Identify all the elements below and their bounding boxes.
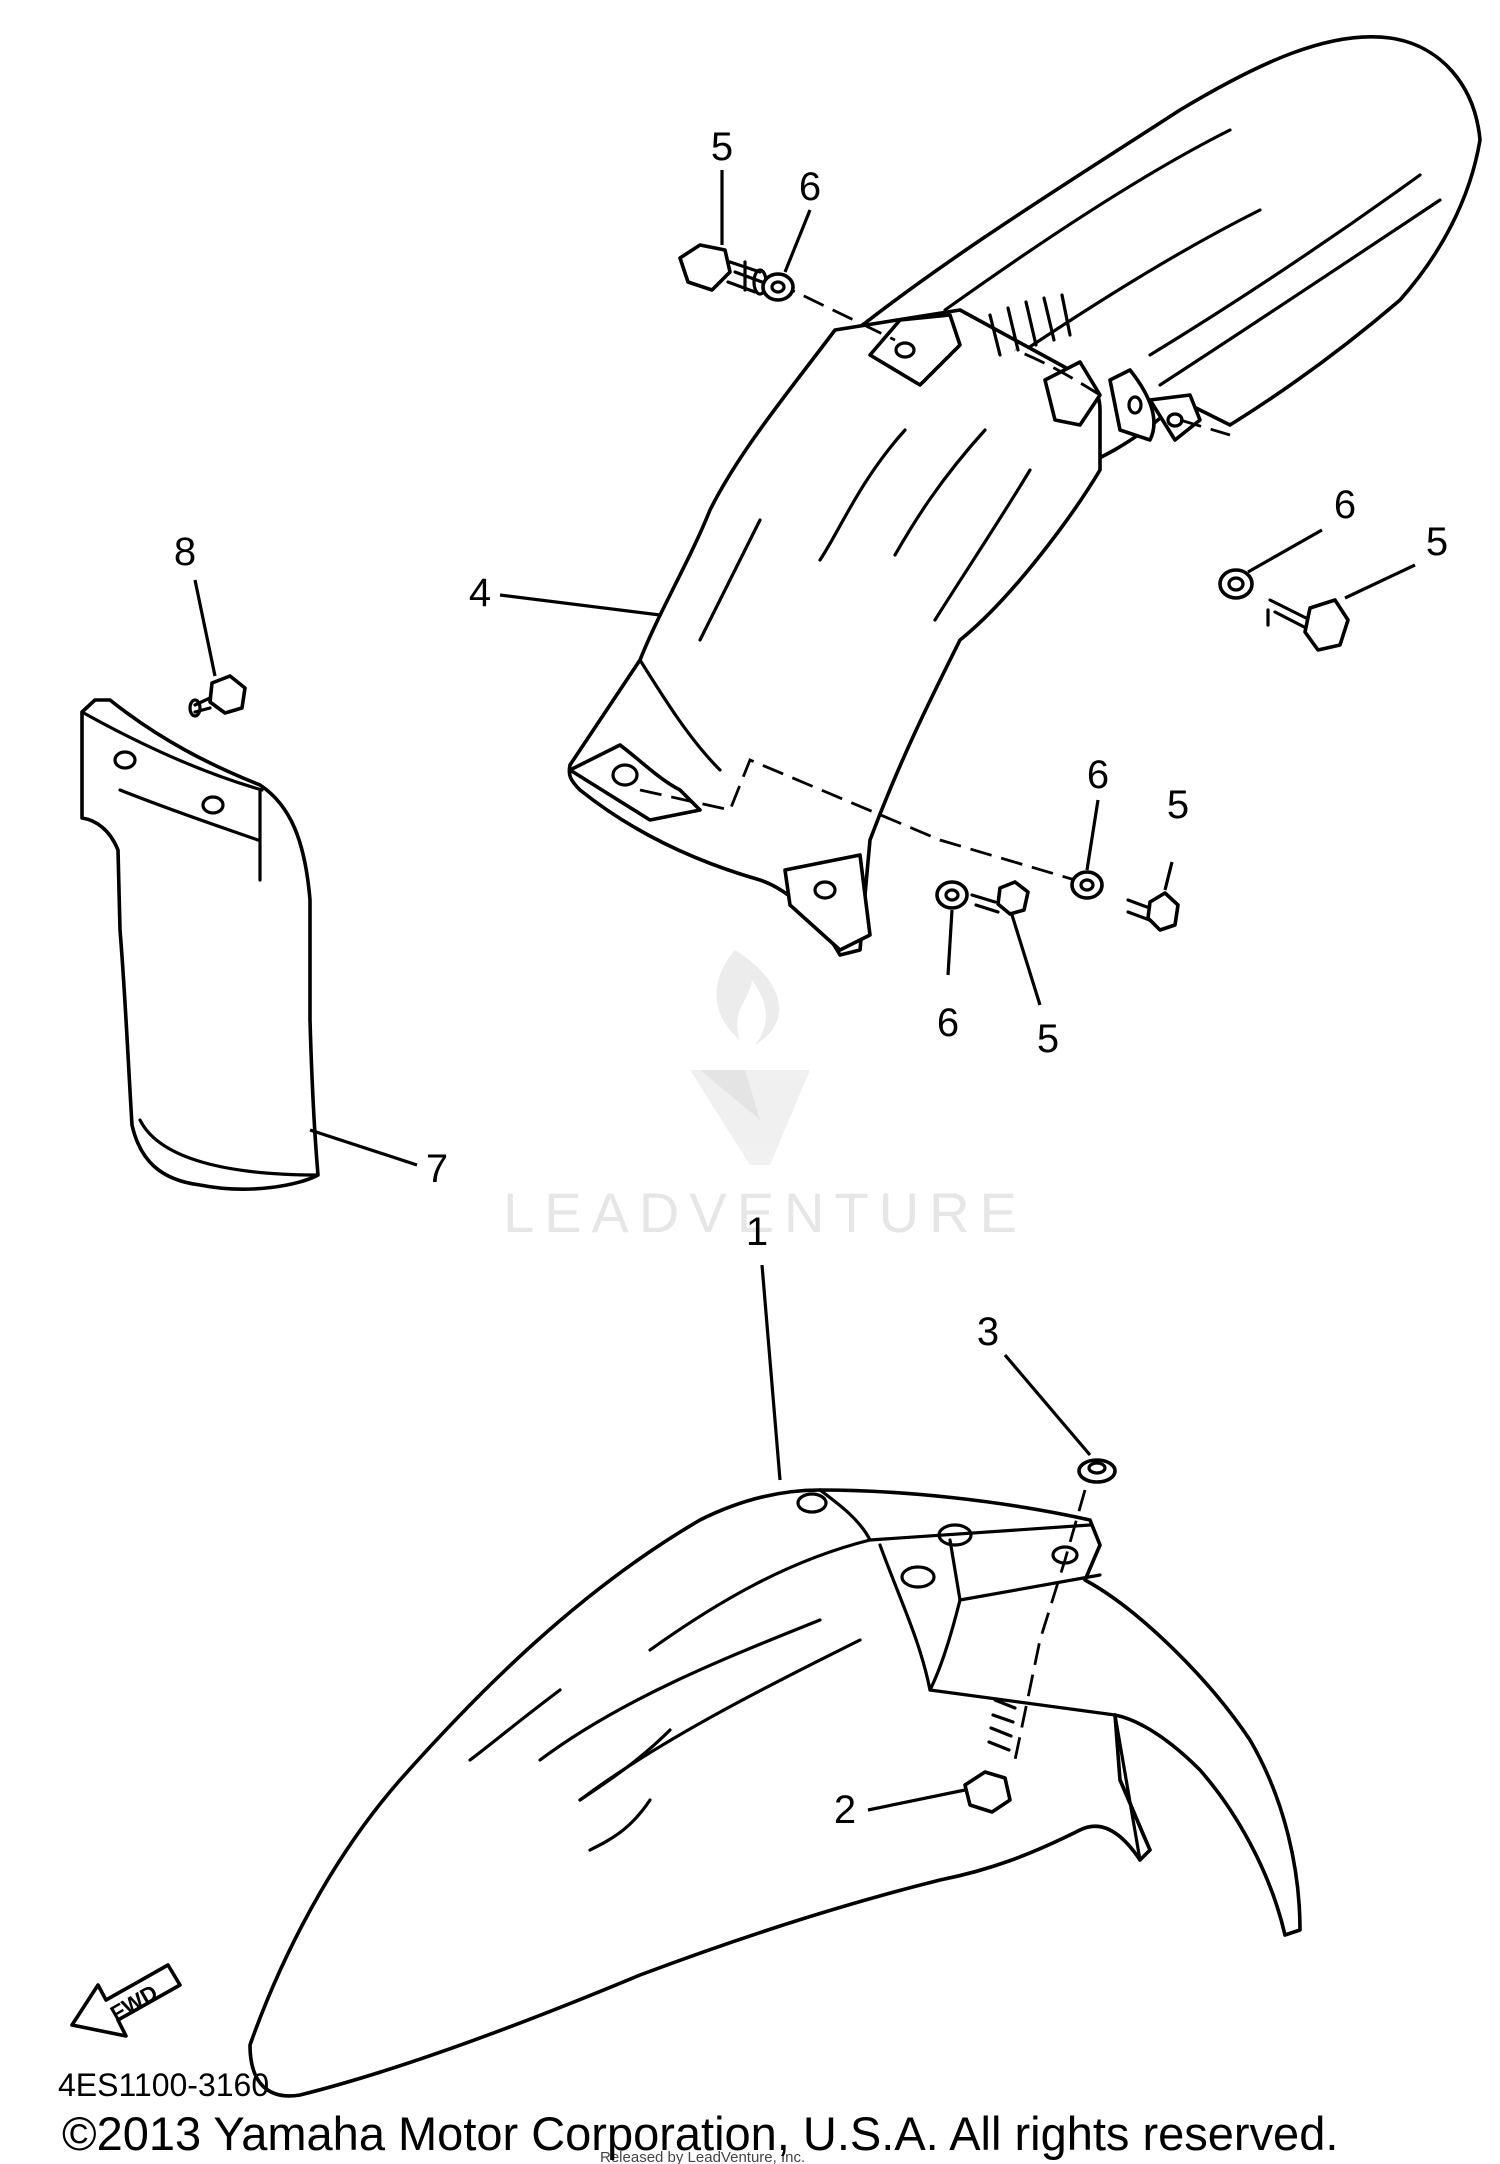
copyright-notice: ©2013 Yamaha Motor Corporation, U.S.A. A… <box>62 2107 1338 2160</box>
forward-arrow-icon: FWD <box>70 1963 182 2038</box>
mud-flap-part-7 <box>80 698 320 1191</box>
callout-1: 1 <box>746 1210 768 1254</box>
nut-3 <box>1077 1458 1117 1484</box>
callout-5-top: 5 <box>711 125 733 169</box>
leadventure-watermark-logo <box>690 950 810 1165</box>
bolt-5-lower <box>970 880 1030 916</box>
faint-credit: Released by LeadVenture, Inc. <box>600 2149 805 2164</box>
bolt-5-top <box>678 243 768 296</box>
watermark-text: LEADVENTURE <box>503 1181 1027 1244</box>
collar-6-lower <box>935 880 969 910</box>
front-fender-part-1 <box>248 1488 1302 2098</box>
collar-6-right <box>1218 568 1254 600</box>
callout-6-top: 6 <box>799 165 821 209</box>
bolt-5-mid <box>1126 891 1180 932</box>
callout-7: 7 <box>426 1147 448 1191</box>
bolt-2 <box>963 1698 1017 1814</box>
callout-3: 3 <box>977 1310 999 1354</box>
drawing-code: 4ES1100-3160 <box>58 2067 269 2103</box>
callout-5-lower: 5 <box>1037 1017 1059 1061</box>
callout-4: 4 <box>469 571 491 615</box>
callout-2: 2 <box>834 1788 856 1832</box>
callout-6-lower: 6 <box>937 1001 959 1045</box>
collar-6-top <box>761 272 795 302</box>
callout-5-right: 5 <box>1426 520 1448 564</box>
callout-6-right: 6 <box>1334 483 1356 527</box>
rear-fender-part-4 <box>567 35 1482 957</box>
bolt-5-right <box>1266 598 1350 652</box>
callout-6-mid: 6 <box>1087 753 1109 797</box>
callout-5-mid: 5 <box>1167 783 1189 827</box>
collar-6-mid <box>1070 870 1104 900</box>
bolt-8 <box>188 674 247 718</box>
callout-8: 8 <box>174 530 196 574</box>
